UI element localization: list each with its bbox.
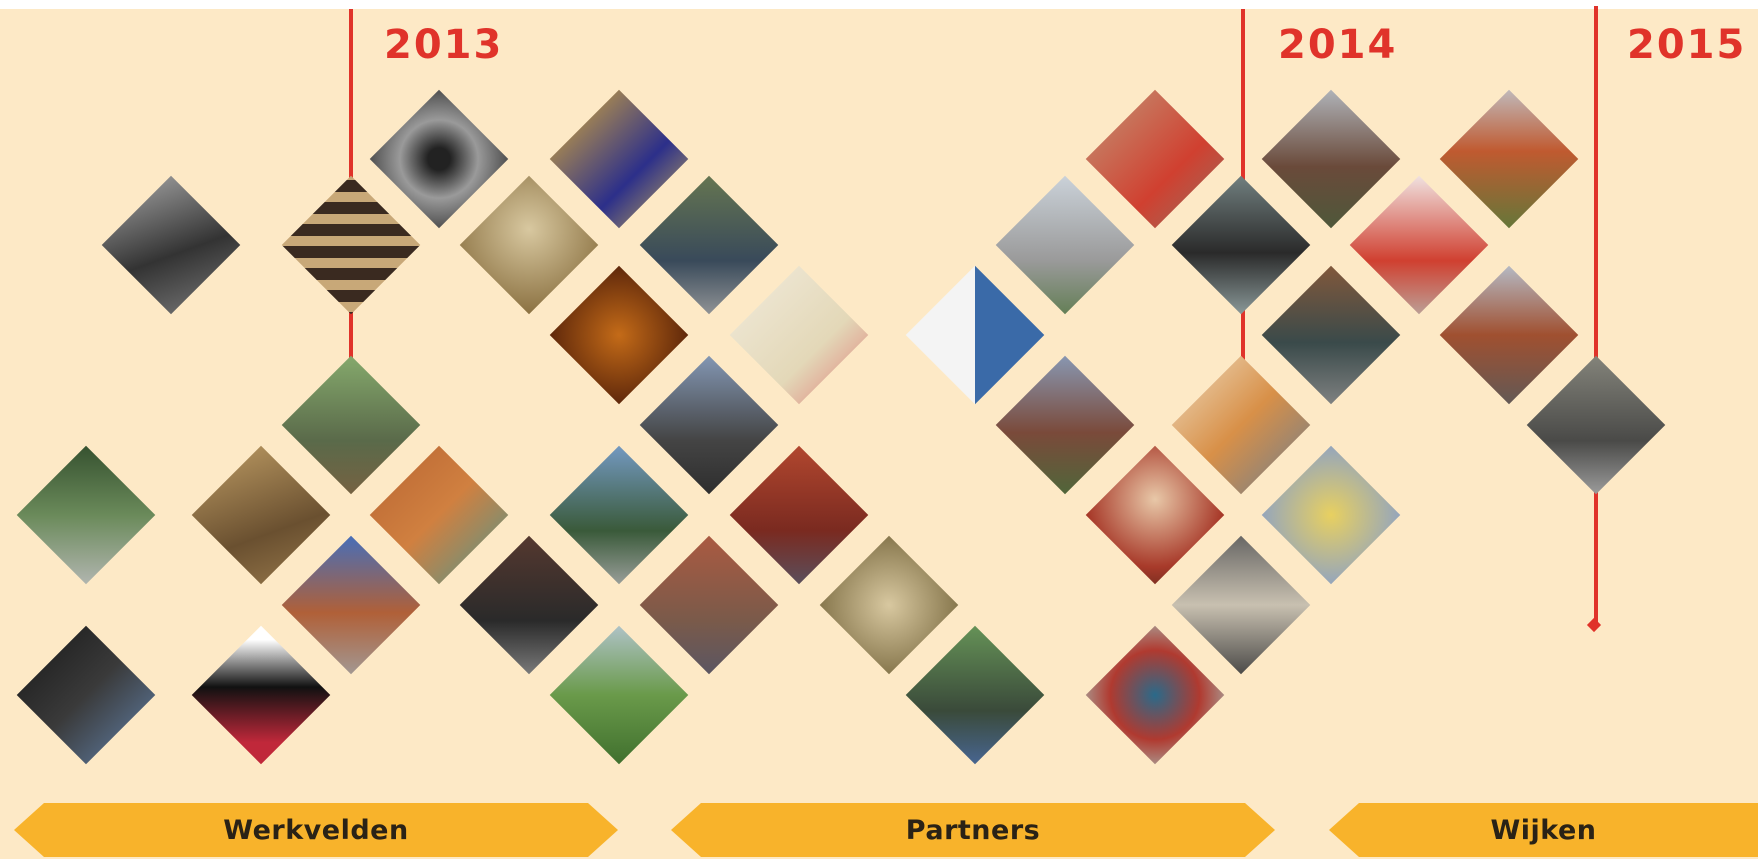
tile-golden-ornament[interactable]: [549, 265, 689, 405]
tile-skyline-poster[interactable]: [16, 625, 156, 765]
photo-icon: [16, 625, 156, 765]
tile-coins[interactable]: [639, 535, 779, 675]
tile-illustration-map[interactable]: [1261, 265, 1401, 405]
tile-red-brick-houses[interactable]: [729, 445, 869, 585]
tile-classroom[interactable]: [1171, 175, 1311, 315]
tile-dormer-roof[interactable]: [1349, 175, 1489, 315]
photo-icon: [459, 535, 599, 675]
photo-icon: [191, 625, 331, 765]
photo-icon: [369, 89, 509, 229]
photo-icon: [1085, 625, 1225, 765]
year-label-2015: 2015: [1627, 22, 1747, 68]
tile-chimneys[interactable]: [639, 355, 779, 495]
tile-street-houses[interactable]: [459, 535, 599, 675]
photo-icon: [639, 175, 779, 315]
photo-icon: [101, 175, 241, 315]
photo-icon: [549, 89, 689, 229]
photo-icon: [1171, 535, 1311, 675]
tile-orange-roof[interactable]: [1261, 445, 1401, 585]
photo-icon: [1261, 445, 1401, 585]
tile-archive-shelves[interactable]: [281, 175, 421, 315]
tile-stone-bust[interactable]: [459, 175, 599, 315]
tile-grassy-dike[interactable]: [191, 625, 331, 765]
tile-old-church[interactable]: [1085, 625, 1225, 765]
photo-icon: [995, 355, 1135, 495]
photo-icon: [459, 175, 599, 315]
tile-industrial-bw[interactable]: [101, 175, 241, 315]
photo-icon: [905, 265, 1045, 405]
photo-icon: [191, 445, 331, 585]
tile-bird-fresco[interactable]: [1171, 535, 1311, 675]
tile-forest-path[interactable]: [16, 445, 156, 585]
tile-pope-portrait[interactable]: [1171, 355, 1311, 495]
photo-icon: [1261, 265, 1401, 405]
photo-icon: [549, 625, 689, 765]
photo-icon: [1526, 355, 1666, 495]
tile-spiral-staircase[interactable]: [369, 89, 509, 229]
photo-icon: [1439, 265, 1579, 405]
tile-brick-archaeology[interactable]: [369, 445, 509, 585]
photo-icon: [549, 265, 689, 405]
tile-modern-housing[interactable]: [905, 265, 1045, 405]
photo-icon: [16, 445, 156, 585]
photo-icon: [1085, 89, 1225, 229]
tile-dome-building[interactable]: [549, 445, 689, 585]
year-label-2013: 2013: [384, 22, 504, 68]
tile-brick-tower[interactable]: [1439, 89, 1579, 229]
photo-icon: [281, 355, 421, 495]
tile-painter[interactable]: [905, 625, 1045, 765]
tile-flooded-field[interactable]: [995, 355, 1135, 495]
shield-icon: [995, 175, 1135, 315]
photo-icon: [905, 625, 1045, 765]
photo-icon: [819, 535, 959, 675]
photo-icon: [369, 445, 509, 585]
tile-church-tower[interactable]: [281, 535, 421, 675]
tile-painting-city[interactable]: [191, 445, 331, 585]
tile-canal-houseboats[interactable]: [639, 175, 779, 315]
tile-black-window[interactable]: [819, 535, 959, 675]
category-wijken-button[interactable]: Wijken: [1329, 803, 1758, 857]
photo-icon: [639, 355, 779, 495]
category-partners-button[interactable]: Partners: [671, 803, 1275, 857]
tile-prams-street[interactable]: [1439, 265, 1579, 405]
map-icon: [729, 265, 869, 405]
tile-utrecht-map[interactable]: [729, 265, 869, 405]
tile-apartment-block[interactable]: [1085, 89, 1225, 229]
category-werkvelden-button[interactable]: Werkvelden: [14, 803, 618, 857]
photo-icon: [729, 445, 869, 585]
photo-icon: [1349, 175, 1489, 315]
tile-black-artifact[interactable]: [1526, 355, 1666, 495]
photo-icon: [639, 535, 779, 675]
photo-icon: [1171, 175, 1311, 315]
top-border: [0, 0, 1758, 9]
photo-icon: [281, 175, 421, 315]
photo-icon: [1085, 445, 1225, 585]
year-label-2014: 2014: [1278, 22, 1398, 68]
photo-icon: [1171, 355, 1311, 495]
tile-brochure[interactable]: [1261, 89, 1401, 229]
photo-icon: [281, 535, 421, 675]
tile-shield-checker[interactable]: [995, 175, 1135, 315]
tile-stained-glass[interactable]: [549, 89, 689, 229]
photo-icon: [549, 445, 689, 585]
tile-tree-lined-canal[interactable]: [281, 355, 421, 495]
photo-icon: [1439, 89, 1579, 229]
tile-garden-sculpture[interactable]: [549, 625, 689, 765]
photo-icon: [1261, 89, 1401, 229]
tile-arcade-entrance[interactable]: [1085, 445, 1225, 585]
timeline-line-2015: [1594, 6, 1598, 623]
